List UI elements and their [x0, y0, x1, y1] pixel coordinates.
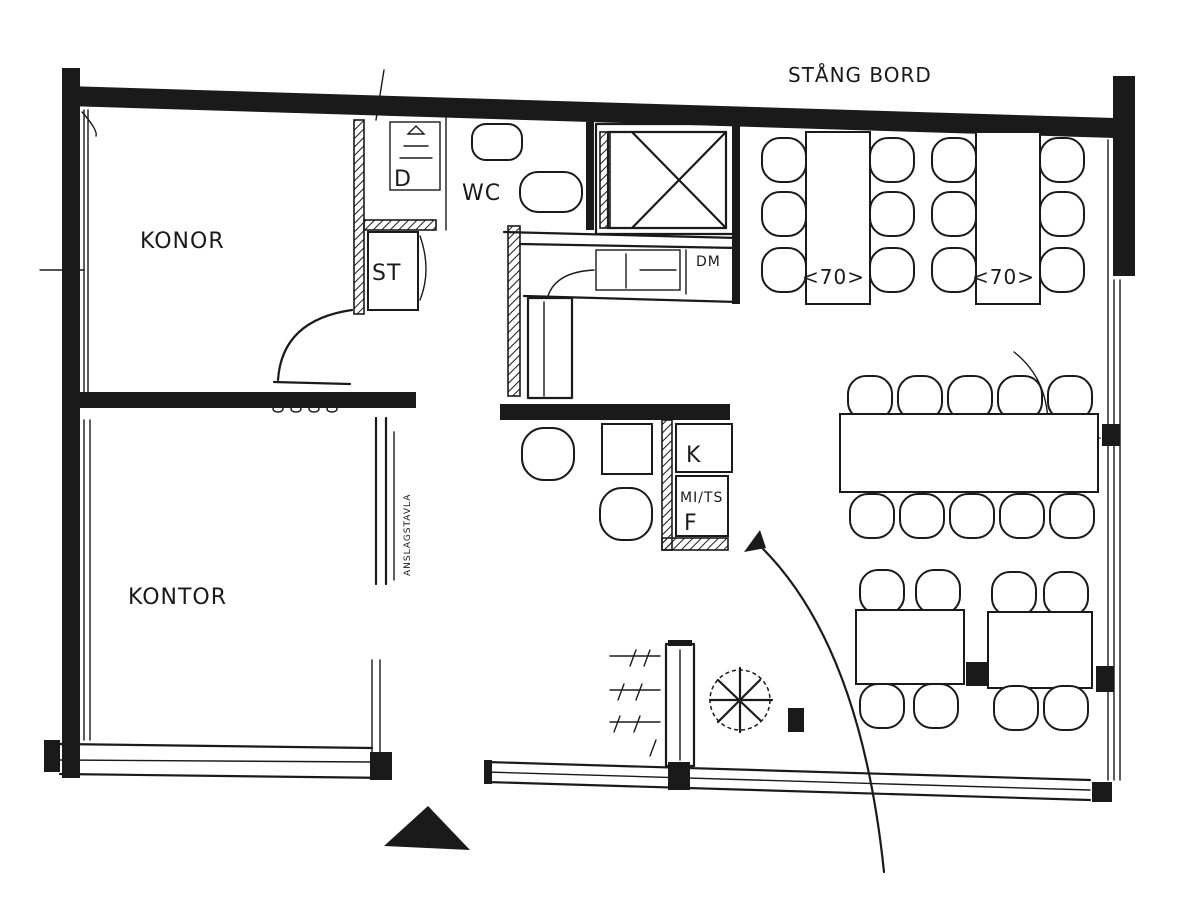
room-label-kontor: KONTOR — [128, 585, 227, 610]
plant-icon — [708, 666, 774, 734]
entrance-arrow-icon — [754, 540, 886, 874]
right-wall — [1113, 76, 1135, 276]
left-wall — [62, 68, 80, 778]
room-label-mf-bottom: F — [684, 511, 698, 536]
long-table — [839, 375, 1099, 539]
north-arrow-icon — [384, 806, 470, 850]
room-label-dm: DM — [696, 254, 721, 270]
outer-walls — [44, 68, 1135, 802]
top-wall — [66, 86, 1115, 138]
notice-board-label: ANSLAGSTAVLA — [403, 494, 413, 576]
wc-fixtures — [399, 123, 583, 213]
room-label-konor: KONOR — [140, 229, 225, 254]
room-label-d: D — [394, 167, 412, 192]
lower-tables — [855, 569, 1093, 731]
labels: STÅNG BORD KONOR KONTOR WC D ST DM K MI/… — [128, 63, 1035, 610]
top-note-label: STÅNG BORD — [788, 63, 932, 87]
room-label-k: K — [686, 443, 701, 468]
table-size-upper-left: <70> — [802, 265, 865, 289]
room-label-st: ST — [372, 261, 401, 286]
room-label-mf-top: MI/TS — [680, 490, 723, 506]
kitchen-seating — [521, 423, 653, 541]
room-label-wc: WC — [462, 181, 501, 206]
interior-walls — [39, 69, 1101, 874]
dining-tables-upper — [761, 131, 1085, 305]
table-size-upper-right: <70> — [972, 265, 1035, 289]
